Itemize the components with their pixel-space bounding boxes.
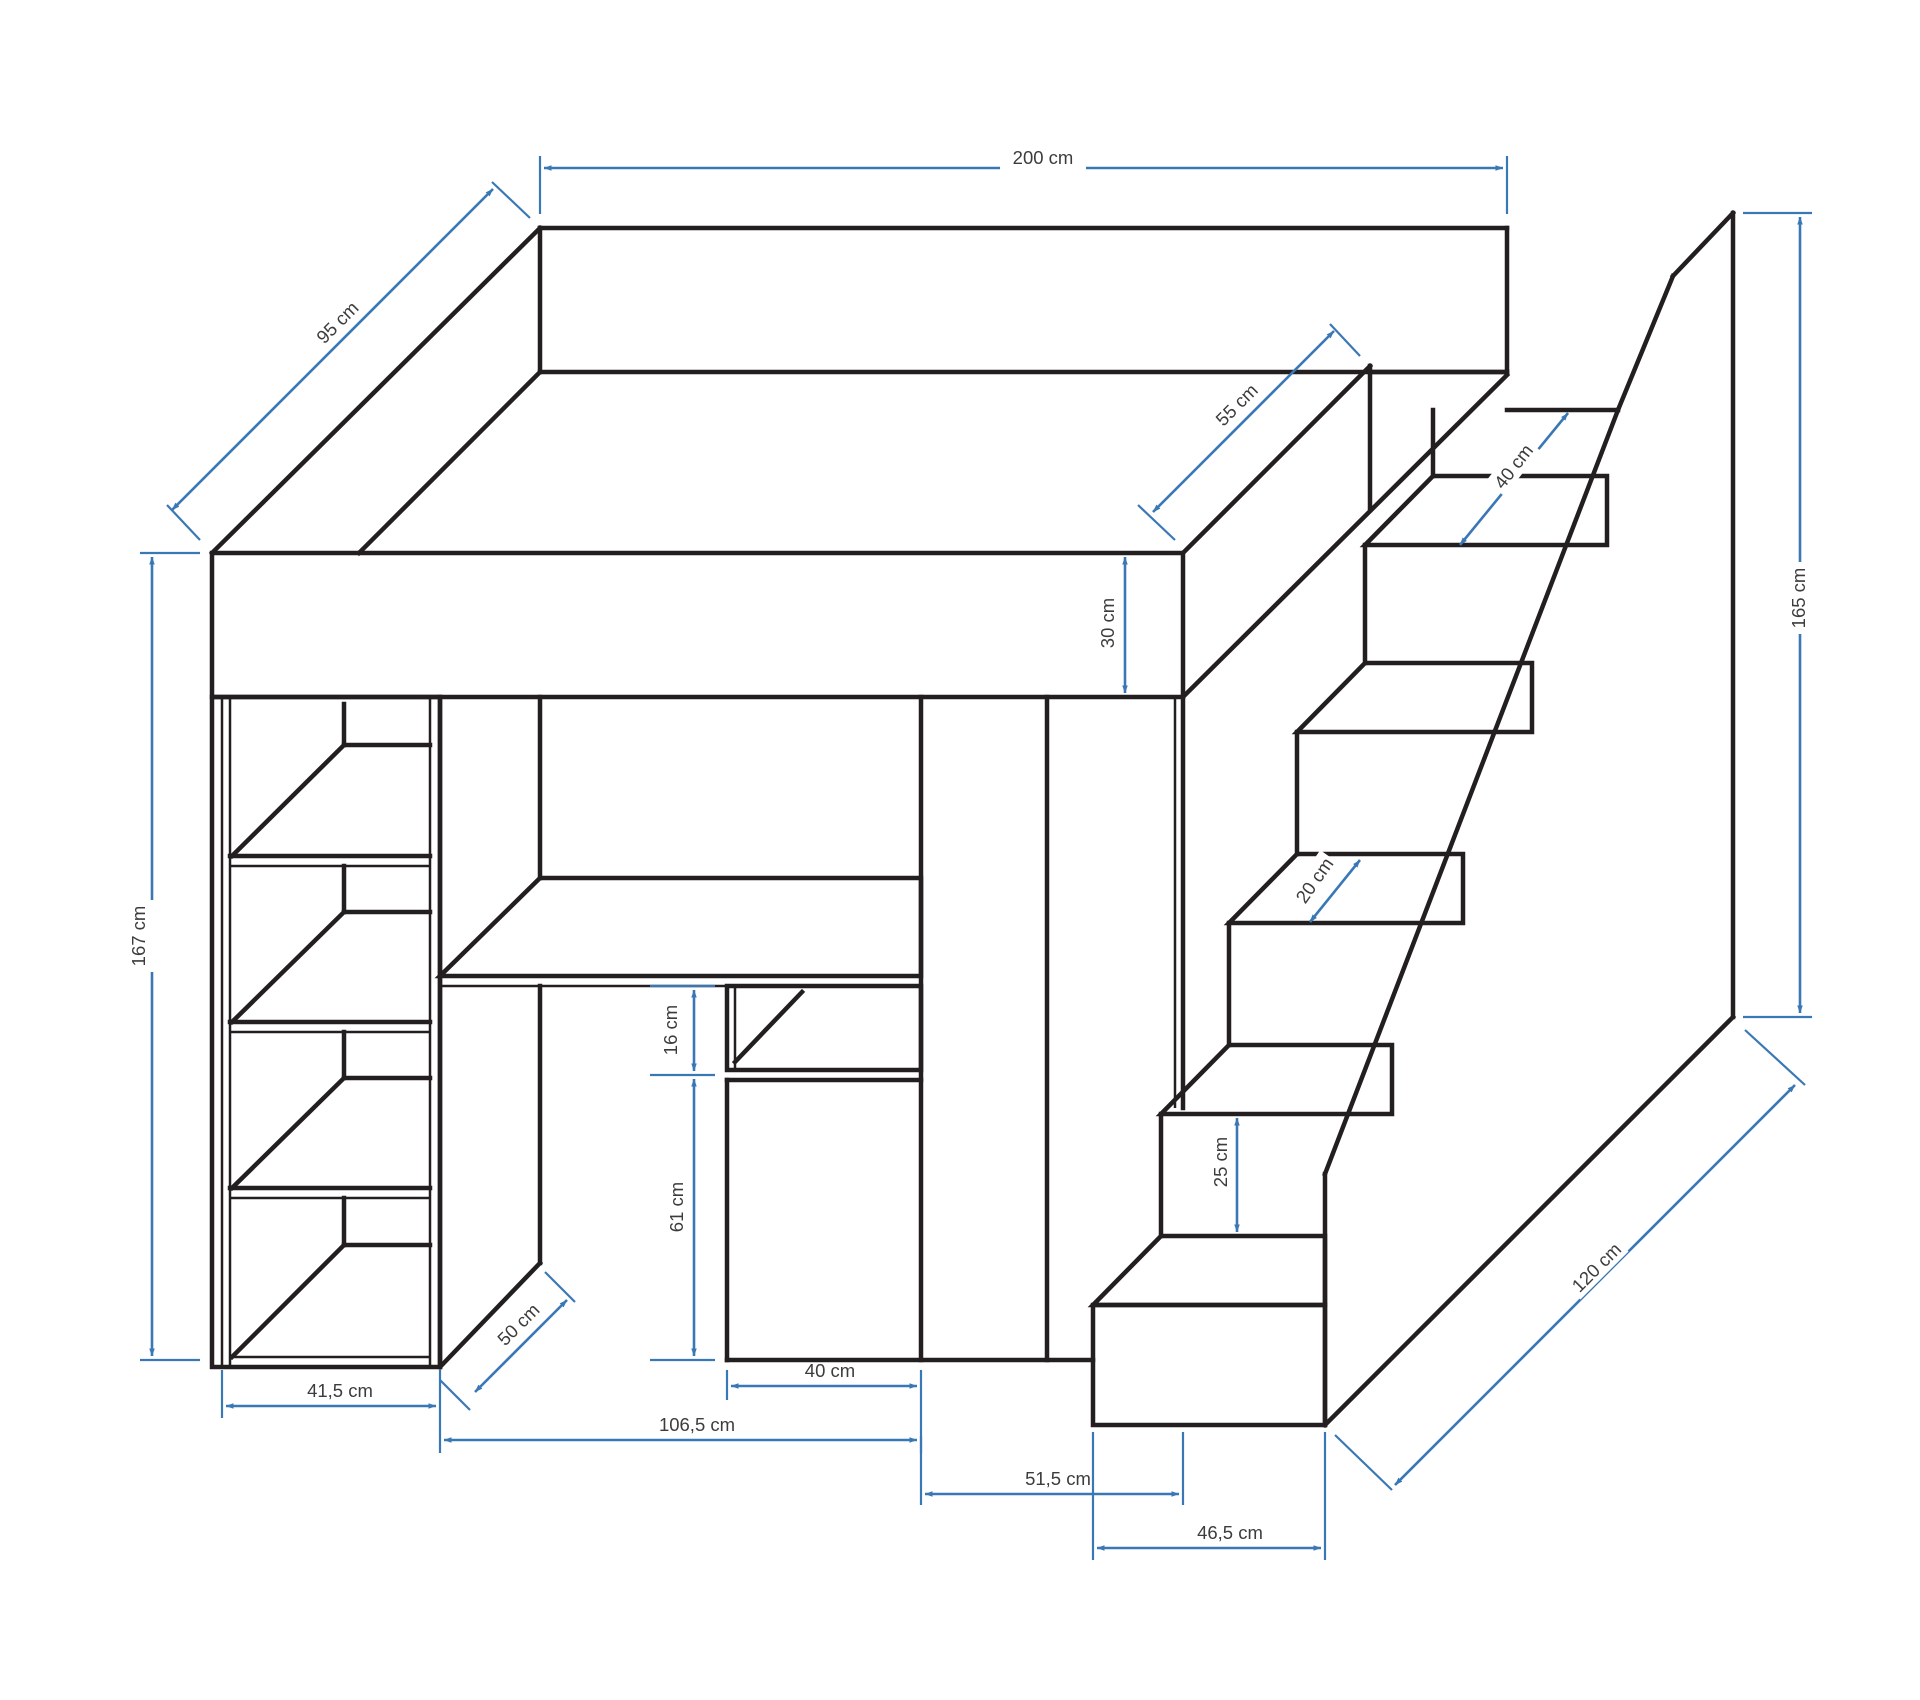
dim-shelf-depth-50: 50 cm xyxy=(474,1295,568,1393)
dim-shelf-width-41-5: 41,5 cm xyxy=(225,1380,437,1409)
dim-label-desk-width: 106,5 cm xyxy=(659,1414,735,1435)
front-guard-rail xyxy=(209,362,1511,701)
dim-label-drawer-height: 16 cm xyxy=(660,1005,681,1055)
dim-wardrobe-width-51-5: 51,5 cm xyxy=(924,1468,1180,1497)
shelf-3 xyxy=(227,1029,433,1200)
dim-label-height-left: 167 cm xyxy=(128,906,149,967)
dim-label-cabinet-width: 40 cm xyxy=(805,1360,855,1381)
dim-label-wardrobe-width: 51,5 cm xyxy=(1025,1468,1091,1489)
dim-label-step-height: 25 cm xyxy=(1210,1137,1231,1187)
dim-desk-width-106-5: 106,5 cm xyxy=(443,1414,918,1443)
dimension-lines: 200 cm 95 cm 55 cm 40 cm 165 cm xyxy=(128,146,1812,1560)
dim-depth-95: 95 cm xyxy=(171,188,494,511)
dim-step-depth-20: 20 cm xyxy=(1288,850,1362,923)
bed-structure xyxy=(208,209,1737,1429)
dim-cabinet-width-40: 40 cm xyxy=(730,1360,918,1389)
dim-cabinet-61: 61 cm xyxy=(666,1078,697,1357)
dim-width-200: 200 cm xyxy=(543,146,1504,172)
dim-height-167: 167 cm xyxy=(128,556,164,1357)
shelf-4 xyxy=(228,1195,433,1361)
dim-stair-length-120: 120 cm xyxy=(1394,1084,1796,1486)
dim-label-stair-width: 46,5 cm xyxy=(1197,1522,1263,1543)
back-panel xyxy=(537,225,1510,375)
shelf-1 xyxy=(227,701,433,868)
dim-label-shelf-width: 41,5 cm xyxy=(307,1380,373,1401)
dim-label-width: 200 cm xyxy=(1013,147,1074,168)
dim-label-stair-length: 120 cm xyxy=(1567,1238,1625,1296)
dim-label-height-right: 165 cm xyxy=(1788,568,1809,629)
dim-guard-55: 55 cm xyxy=(1152,330,1335,513)
top-left-edge xyxy=(208,224,544,557)
dim-step-height-25: 25 cm xyxy=(1210,1117,1240,1233)
dim-stair-width-46-5: 46,5 cm xyxy=(1096,1522,1322,1551)
dim-label-guard-height: 30 cm xyxy=(1097,598,1118,648)
shelf-2 xyxy=(227,863,433,1034)
dim-label-cabinet-height: 61 cm xyxy=(666,1182,687,1232)
dim-height-165: 165 cm xyxy=(1788,216,1812,1014)
wardrobe xyxy=(918,694,1186,1363)
drawer-cabinet xyxy=(724,983,1096,1363)
mattress-recess-left xyxy=(355,368,544,557)
extension-lines xyxy=(140,156,1812,1560)
dim-stair-top-40: 40 cm xyxy=(1458,412,1570,546)
dim-drawer-16: 16 cm xyxy=(660,989,697,1072)
dim-guard-height-30: 30 cm xyxy=(1097,556,1128,694)
bookshelf xyxy=(209,694,443,1370)
